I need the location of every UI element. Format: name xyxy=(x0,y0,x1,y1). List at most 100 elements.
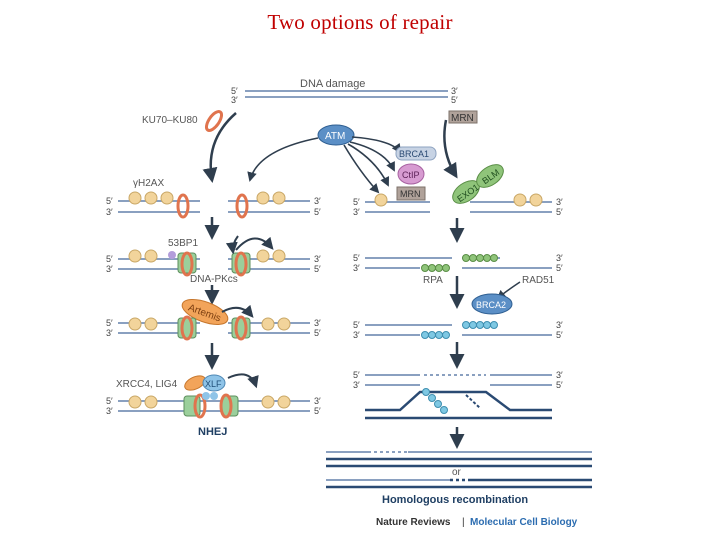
nhej-row-1: 5′ 3′ 3′ 5′ xyxy=(106,191,321,219)
atm-label: ATM xyxy=(325,131,345,142)
strand-end-label: 5′ xyxy=(451,95,458,105)
atm-protein xyxy=(317,124,355,146)
svg-text:3′: 3′ xyxy=(314,254,321,264)
svg-text:5′: 5′ xyxy=(556,207,563,217)
xlf-protein xyxy=(202,374,226,392)
h2ax-nucleosome xyxy=(144,191,158,205)
hr-row-1: 5′ 3′ 3′ 5′ xyxy=(353,193,563,217)
svg-text:5′: 5′ xyxy=(556,330,563,340)
svg-text:3′: 3′ xyxy=(556,320,563,330)
dna-damage-strand: 5′ 3′ 3′ 5′ xyxy=(231,86,458,105)
svg-text:3′: 3′ xyxy=(106,406,113,416)
or-label: or xyxy=(452,467,462,478)
rad51-bead xyxy=(435,331,443,339)
svg-text:3′: 3′ xyxy=(314,318,321,328)
brca1-protein xyxy=(395,146,437,161)
svg-text:3′: 3′ xyxy=(314,196,321,206)
rpa-bead xyxy=(428,264,436,272)
rpa-bead xyxy=(421,264,429,272)
svg-text:3′: 3′ xyxy=(556,197,563,207)
rpa-bead xyxy=(435,264,443,272)
svg-text:5′: 5′ xyxy=(314,406,321,416)
svg-text:5′: 5′ xyxy=(353,370,360,380)
nhej-row-2: 5′ 3′ 3′ 5′ xyxy=(106,235,321,277)
artemis-protein xyxy=(181,299,229,325)
h2ax-nucleosome xyxy=(256,191,270,205)
credit-separator: | xyxy=(462,517,465,528)
rad51-bead xyxy=(421,331,429,339)
svg-text:5′: 5′ xyxy=(353,197,360,207)
credit-journal: Nature Reviews xyxy=(376,517,451,528)
hr-row-2: 5′ 3′ 3′ 5′ xyxy=(353,253,563,273)
ku-ring xyxy=(204,110,224,132)
svg-text:3′: 3′ xyxy=(556,370,563,380)
strand-end-label: 5′ xyxy=(231,86,238,96)
hr-row-4: 5′ 3′ 3′ 5′ xyxy=(353,370,563,420)
credit-section: Molecular Cell Biology xyxy=(470,517,578,528)
h2ax-nucleosome xyxy=(128,191,142,205)
strand-end-label: 3′ xyxy=(231,95,238,105)
mrn-box xyxy=(448,110,478,124)
mrn-box xyxy=(396,186,426,201)
svg-text:5′: 5′ xyxy=(556,263,563,273)
ku-ring xyxy=(176,193,190,219)
svg-text:3′: 3′ xyxy=(353,207,360,217)
rad51-bead xyxy=(476,321,484,329)
nhej-label: NHEJ xyxy=(198,426,227,438)
hr-label: Homologous recombination xyxy=(382,494,528,506)
mrn-label: MRN xyxy=(451,113,474,124)
slide-title: Two options of repair xyxy=(267,10,453,34)
svg-text:5′: 5′ xyxy=(314,264,321,274)
rad51-bead xyxy=(490,321,498,329)
svg-text:5′: 5′ xyxy=(106,396,113,406)
dna-damage-label: DNA damage xyxy=(300,78,365,90)
rpa-bead xyxy=(462,254,470,262)
rad51-label: RAD51 xyxy=(522,275,555,286)
svg-text:5′: 5′ xyxy=(106,318,113,328)
ctip-label: CtIP xyxy=(402,170,420,180)
svg-text:3′: 3′ xyxy=(353,263,360,273)
strand-end-label: 3′ xyxy=(451,86,458,96)
xrcc4-label: XRCC4, LIG4 xyxy=(116,379,178,390)
rad51-bead xyxy=(462,321,470,329)
rpa-bead xyxy=(469,254,477,262)
nhej-row-4: XLF 5′ 3′ 3′ 5′ xyxy=(106,373,321,419)
rpa-bead xyxy=(483,254,491,262)
blm-protein xyxy=(476,164,504,188)
rpa-label: RPA xyxy=(423,275,443,286)
brca2-label: BRCA2 xyxy=(476,300,506,310)
hr-row-3: 5′ 3′ 3′ 5′ xyxy=(353,320,563,340)
brca1-label: BRCA1 xyxy=(399,149,429,159)
svg-text:3′: 3′ xyxy=(314,396,321,406)
svg-text:5′: 5′ xyxy=(314,207,321,217)
rad51-bead xyxy=(442,331,450,339)
brca2-protein xyxy=(471,293,513,315)
svg-text:3′: 3′ xyxy=(353,380,360,390)
ku-arrow xyxy=(202,112,237,183)
h2ax-nucleosome xyxy=(160,191,174,205)
svg-text:5′: 5′ xyxy=(314,328,321,338)
svg-text:5′: 5′ xyxy=(106,196,113,206)
h2ax-label: γH2AX xyxy=(133,178,164,189)
svg-text:3′: 3′ xyxy=(106,264,113,274)
mrn-label: MRN xyxy=(400,189,421,199)
svg-text:3′: 3′ xyxy=(353,330,360,340)
bp53-protein xyxy=(168,251,176,259)
rad51-bead xyxy=(469,321,477,329)
nhej-row-3: Artemis 5′ 3′ 3′ 5′ xyxy=(106,299,321,341)
rpa-bead xyxy=(490,254,498,262)
bp53-label: 53BP1 xyxy=(168,238,198,249)
svg-text:3′: 3′ xyxy=(106,207,113,217)
svg-text:5′: 5′ xyxy=(353,253,360,263)
rpa-bead xyxy=(442,264,450,272)
h2ax-nucleosome xyxy=(272,191,286,205)
svg-text:3′: 3′ xyxy=(106,328,113,338)
dnapkcs-label: DNA-PKcs xyxy=(190,274,238,285)
svg-text:3′: 3′ xyxy=(556,253,563,263)
svg-text:5′: 5′ xyxy=(353,320,360,330)
ctip-protein xyxy=(397,163,425,185)
xlf-label: XLF xyxy=(205,379,222,389)
rpa-bead xyxy=(476,254,484,262)
svg-text:5′: 5′ xyxy=(556,380,563,390)
